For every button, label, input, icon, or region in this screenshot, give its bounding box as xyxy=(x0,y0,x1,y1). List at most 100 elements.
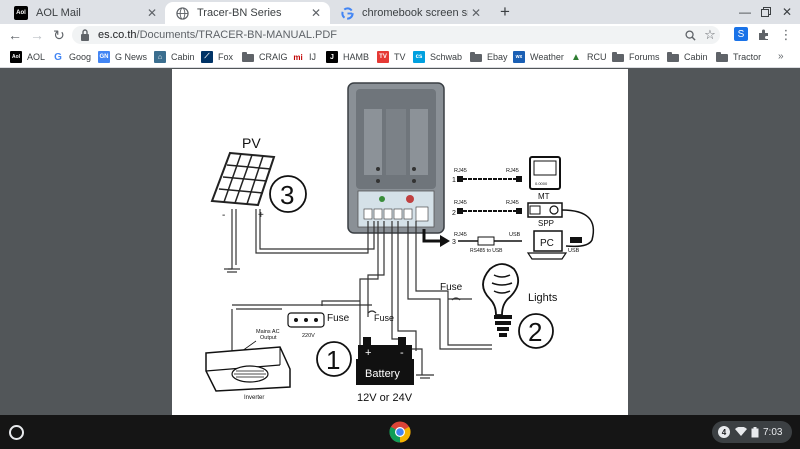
bookmark-label: RCU xyxy=(587,52,607,62)
step-2-number: 2 xyxy=(528,317,542,347)
google-icon xyxy=(340,6,354,20)
fox-icon: ⟋ xyxy=(201,51,213,63)
restore-icon[interactable] xyxy=(757,4,775,20)
close-icon[interactable]: ✕ xyxy=(310,6,322,20)
bookmark-cabin-folder[interactable]: Cabin xyxy=(667,50,708,64)
battery-label: Battery xyxy=(365,368,400,380)
solar-panel xyxy=(210,151,276,207)
url-text: es.co.th/Documents/TRACER-BN-MANUAL.PDF xyxy=(98,29,337,41)
arrow-icon xyxy=(440,235,450,247)
bookmark-schwab[interactable]: cs Schwab xyxy=(413,50,462,64)
usb-label-pc: USB xyxy=(568,248,580,254)
close-icon[interactable]: ✕ xyxy=(470,6,482,20)
bookmark-label: TV xyxy=(394,52,406,62)
folder-icon xyxy=(470,52,482,62)
back-button[interactable]: ← xyxy=(8,27,22,43)
fuse-label-battery: Fuse xyxy=(374,313,394,323)
hamb-icon: J xyxy=(326,51,338,63)
bookmarks-overflow-button[interactable]: » xyxy=(778,51,784,62)
address-bar[interactable]: es.co.th/Documents/TRACER-BN-MANUAL.PDF … xyxy=(72,26,720,44)
bookmark-fox[interactable]: ⟋ Fox xyxy=(201,50,233,64)
bookmark-label: CRAIG xyxy=(259,52,288,62)
mt-remote-meter: 0.0000 xyxy=(529,156,561,190)
launcher-icon[interactable] xyxy=(9,425,24,440)
globe-icon xyxy=(175,6,189,20)
zoom-icon[interactable] xyxy=(682,27,698,43)
bookmark-craig[interactable]: CRAIG xyxy=(242,50,288,64)
bookmark-tv[interactable]: TV TV xyxy=(377,50,406,64)
bookmark-label: IJ xyxy=(309,52,317,62)
folder-icon xyxy=(242,52,254,62)
step-3-circle xyxy=(269,175,307,213)
folder-icon xyxy=(716,52,728,62)
bookmark-label: AOL xyxy=(27,52,46,62)
aol-icon: Aol xyxy=(14,6,28,20)
voltage-220-label: 220V xyxy=(302,333,315,339)
notification-badge: 4 xyxy=(718,426,730,438)
bookmark-label: Goog xyxy=(69,52,92,62)
puzzle-icon[interactable] xyxy=(756,27,772,43)
bookmark-label: Fox xyxy=(218,52,234,62)
cabin-icon: ⌂ xyxy=(154,51,166,63)
minimize-icon[interactable]: — xyxy=(739,5,751,19)
tv-icon: TV xyxy=(377,51,389,63)
rj45-label-2b: RJ45 xyxy=(506,200,519,206)
clock-time: 7:03 xyxy=(763,426,783,438)
lock-icon xyxy=(81,29,89,41)
tab-tracer-bn[interactable]: Tracer-BN Series ✕ xyxy=(165,2,330,24)
rj45-label-2a: RJ45 xyxy=(454,200,467,206)
bookmark-tractor[interactable]: Tractor xyxy=(716,50,761,64)
port-1-label: 1 xyxy=(452,177,456,184)
spp-adapter xyxy=(527,202,563,218)
mt-screen-text: 0.0000 xyxy=(535,181,548,186)
bookmark-aol[interactable]: Aol AOL xyxy=(10,50,45,64)
bookmark-forums[interactable]: Forums xyxy=(612,50,660,64)
status-tray[interactable]: 4 7:03 xyxy=(712,421,792,443)
tab-chromebook-snip[interactable]: chromebook screen snip - Google ✕ xyxy=(330,2,490,24)
tab-title: AOL Mail xyxy=(36,7,81,19)
url-host: es.co.th xyxy=(98,29,137,41)
bookmark-label: Forums xyxy=(629,52,660,62)
browser-toolbar: ← → ↻ es.co.th/Documents/TRACER-BN-MANUA… xyxy=(0,24,800,46)
extension-icon[interactable]: S xyxy=(734,27,748,41)
inverter xyxy=(205,346,291,392)
mt-label: MT xyxy=(538,192,550,201)
close-icon[interactable]: ✕ xyxy=(146,6,158,20)
wiring-diagram: PV - + 3 Fuse Lights xyxy=(205,82,595,404)
close-window-icon[interactable]: ✕ xyxy=(781,5,793,19)
aol-icon: Aol xyxy=(10,51,22,63)
tracer-controller xyxy=(347,82,445,234)
chrome-icon[interactable] xyxy=(389,421,411,443)
weather-icon: wx xyxy=(513,51,525,63)
bookmark-cabin[interactable]: ⌂Cabin xyxy=(154,50,195,64)
rj45-label-1a: RJ45 xyxy=(454,168,467,174)
fuse-label-lights: Fuse xyxy=(440,282,463,293)
step-1-number: 1 xyxy=(326,345,340,375)
folder-icon xyxy=(667,52,679,62)
menu-icon[interactable]: ⋮ xyxy=(779,27,793,42)
port-3-label: 3 xyxy=(452,239,456,246)
pdf-page: PV - + 3 Fuse Lights xyxy=(172,69,628,415)
bookmark-rcu[interactable]: ▲RCU xyxy=(570,50,607,64)
bookmark-label: Cabin xyxy=(684,52,708,62)
forward-button[interactable]: → xyxy=(30,27,44,43)
reload-button[interactable]: ↻ xyxy=(53,26,65,43)
fuse-label-inverter: Fuse xyxy=(327,313,350,324)
bookmark-label: Schwab xyxy=(430,52,463,62)
pc-label: PC xyxy=(540,238,554,249)
bookmark-star-icon[interactable]: ☆ xyxy=(704,27,716,42)
new-tab-button[interactable]: + xyxy=(500,2,510,21)
battery-minus-label: - xyxy=(400,347,404,359)
tab-aol-mail[interactable]: Aol AOL Mail ✕ xyxy=(4,2,166,24)
tab-title: chromebook screen snip - Google xyxy=(362,7,468,19)
url-path: /Documents/TRACER-BN-MANUAL.PDF xyxy=(136,29,338,41)
chromeos-shelf: 4 7:03 xyxy=(0,415,800,449)
battery-icon xyxy=(751,426,759,437)
schwab-icon: cs xyxy=(413,51,425,63)
bookmark-ebay[interactable]: Ebay xyxy=(470,50,508,64)
